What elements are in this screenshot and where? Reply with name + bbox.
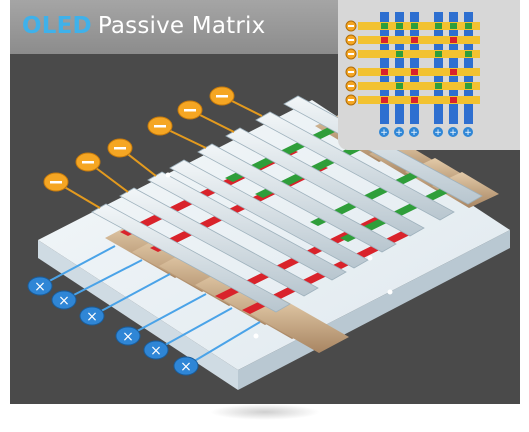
svg-text:×: × <box>58 293 70 309</box>
svg-text:+: + <box>434 128 442 138</box>
minus-terminal-icon <box>177 100 203 120</box>
title-accent: OLED <box>22 13 92 39</box>
plus-terminal-icon: + <box>409 127 419 138</box>
minus-terminal-icon <box>345 34 357 46</box>
svg-text:+: + <box>395 128 403 138</box>
svg-text:+: + <box>464 128 472 138</box>
cathode-terminals: × × × × × × <box>27 276 199 376</box>
minus-terminal-icon <box>75 152 101 172</box>
title-text: Passive Matrix <box>97 13 266 39</box>
emitter-glow-dots <box>165 172 393 339</box>
cathode-wires <box>39 245 261 367</box>
svg-text:×: × <box>34 279 46 295</box>
minus-terminal-icon <box>345 20 357 32</box>
floor-shadow <box>210 404 320 420</box>
plus-terminal-icon: × <box>27 276 53 296</box>
inset-cells <box>381 23 472 103</box>
anode-terminals <box>43 86 235 192</box>
minus-terminal-icon <box>345 80 357 92</box>
plus-terminal-icon: × <box>173 356 199 376</box>
oled-matrix-illustration: × × × × × × <box>27 86 510 390</box>
svg-text:+: + <box>449 128 457 138</box>
minus-terminal-icon <box>107 138 133 158</box>
minus-terminal-icon <box>345 94 357 106</box>
plus-terminal-icon: + <box>394 127 404 138</box>
svg-text:×: × <box>86 309 98 325</box>
minus-terminal-icon <box>209 86 235 106</box>
minus-terminal-icon <box>345 48 357 60</box>
matrix-inset-diagram: + + + + + + <box>345 12 480 138</box>
plus-terminal-icon: × <box>115 326 141 346</box>
inset-rows <box>358 22 480 104</box>
plus-terminal-icon: × <box>51 290 77 310</box>
minus-terminal-icon <box>345 66 357 78</box>
anode-strips <box>91 95 483 313</box>
plus-terminal-icon: + <box>379 127 389 138</box>
matrix-inset: + + + + + + <box>338 0 520 150</box>
inset-anode-terminals <box>345 20 357 106</box>
plus-terminal-icon: × <box>143 340 169 360</box>
plus-terminal-icon: + <box>433 127 443 138</box>
minus-terminal-icon <box>147 116 173 136</box>
plus-terminal-icon: + <box>463 127 473 138</box>
plus-terminal-icon: × <box>79 306 105 326</box>
inset-cathode-terminals: + + + + + + <box>379 127 473 138</box>
svg-text:×: × <box>150 343 162 359</box>
svg-text:+: + <box>410 128 418 138</box>
svg-text:×: × <box>122 329 134 345</box>
svg-text:+: + <box>380 128 388 138</box>
minus-terminal-icon <box>43 172 69 192</box>
plus-terminal-icon: + <box>448 127 458 138</box>
svg-text:×: × <box>180 359 192 375</box>
